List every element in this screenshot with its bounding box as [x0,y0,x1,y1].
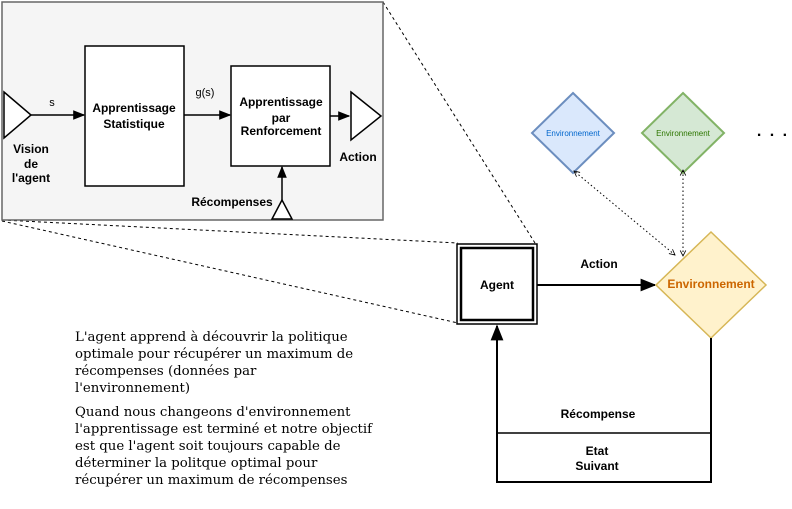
environment-green-label: Environnement [656,129,711,138]
environment-blue-label: Environnement [546,129,601,138]
vision-line1: Vision [13,142,49,156]
agent-box-inner [459,246,535,322]
block2-line3: Renforcement [241,124,322,138]
more-environments: . . . [757,123,789,140]
note-paragraph-1: L'agent apprend à découvrir la politique… [75,330,354,396]
next-state-line2: Suivant [575,459,618,473]
label-s: s [49,97,55,109]
vision-line3: l'agent [12,171,50,185]
inset-action-label: Action [339,150,376,164]
environment-label: Environnement [667,277,754,291]
vision-line2: de [24,157,38,171]
dotted-link-blue [574,171,675,255]
zoom-line-bottom [1,220,459,324]
block2-line1: Apprentissage [239,95,323,109]
next-state-line1: Etat [586,444,609,458]
rewards-triangle [270,198,294,220]
action-triangle [350,90,383,142]
inset-rewards-label: Récompenses [191,195,273,209]
feedback-loop [490,324,712,483]
zoom-line-top [382,1,536,244]
block1-line2: Statistique [103,117,165,131]
environment-blue-diamond [530,91,616,175]
vision-triangle [3,90,33,140]
block-statistical-learning [84,45,185,187]
note-paragraph-2: Quand nous changeons d'environnement l'a… [75,405,373,488]
reward-label: Récompense [561,407,636,421]
agent-label: Agent [480,278,514,292]
label-gs: g(s) [196,87,215,99]
action-label: Action [580,257,617,271]
block2-line2: par [272,111,291,125]
block1-line1: Apprentissage [92,101,176,115]
zoom-line-mid [1,219,459,244]
